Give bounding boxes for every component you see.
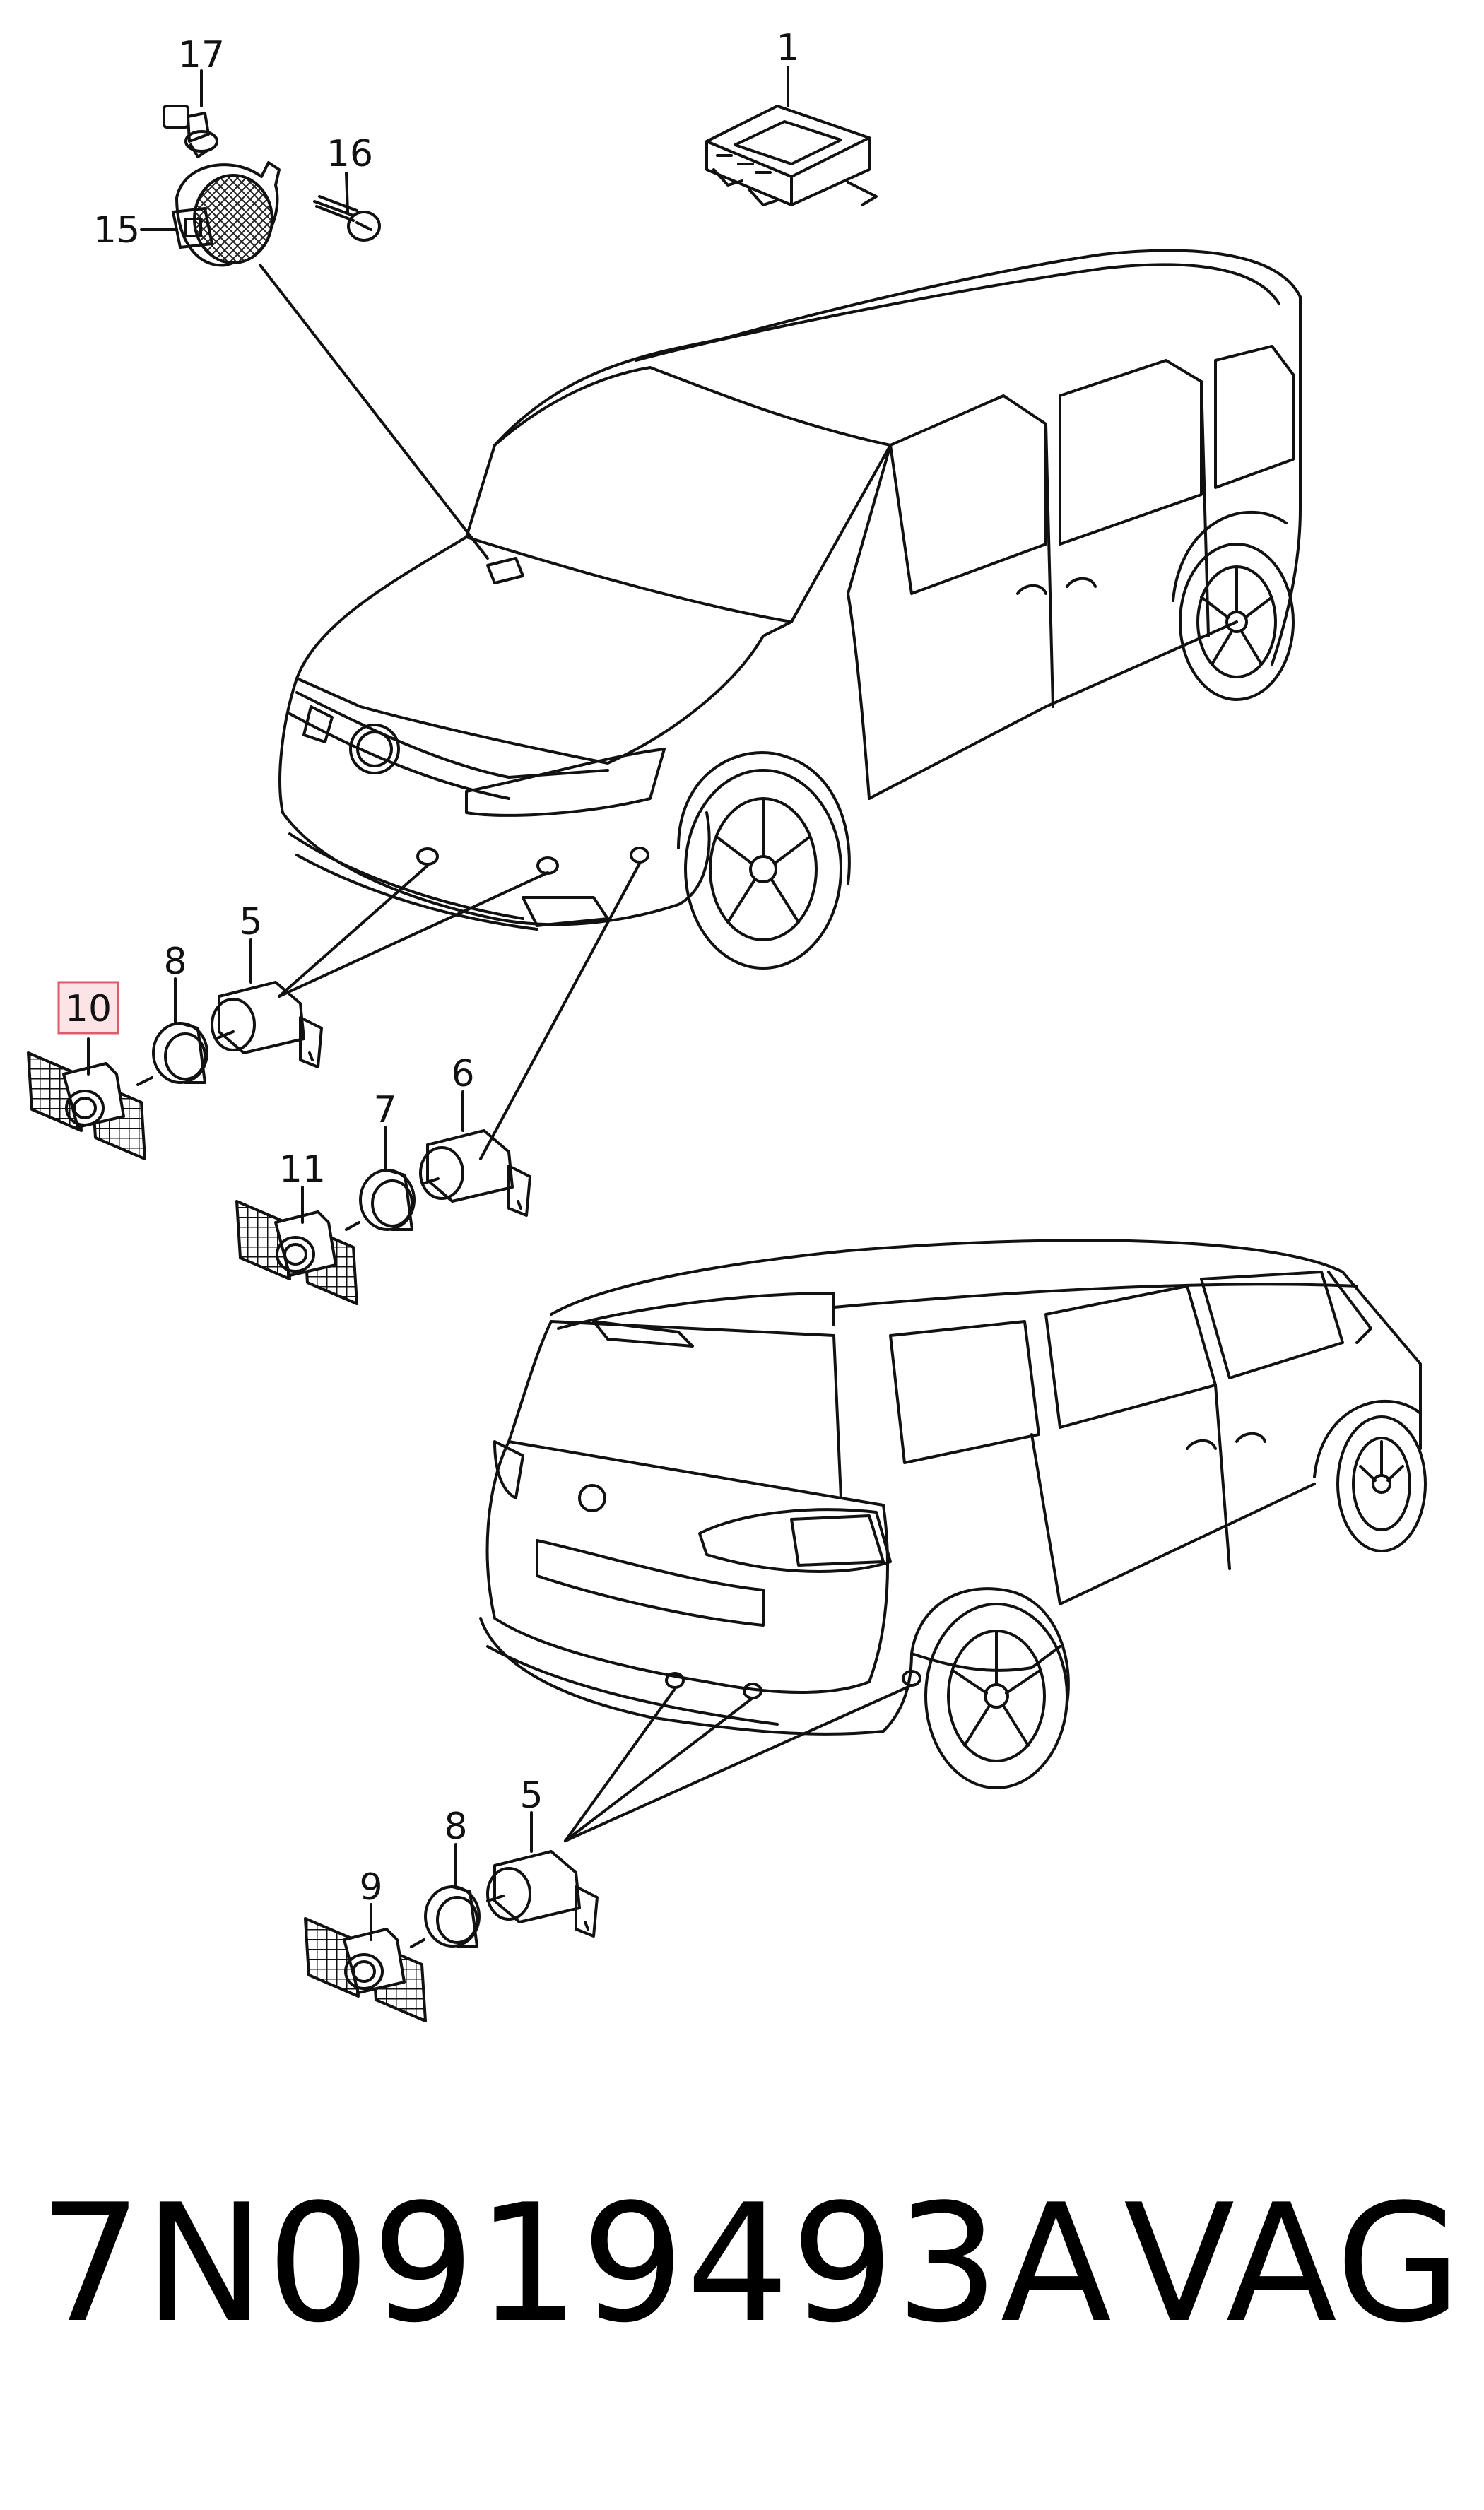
leader-line-front-sensor-c [479, 862, 641, 1160]
connector-line [410, 1938, 425, 1948]
connector-line [136, 1076, 153, 1086]
callout-8-front[interactable]: 8 [163, 941, 187, 983]
leader-line-buzzer-location [259, 264, 489, 560]
control-unit-icon [705, 105, 878, 206]
connector-line [345, 1221, 360, 1231]
callout-9[interactable]: 9 [359, 1866, 382, 1909]
buzzer-icon [172, 161, 281, 267]
callout-6[interactable]: 6 [451, 1053, 474, 1095]
screw-icon [313, 195, 381, 242]
brand-caption: VAG [1124, 2170, 1464, 2359]
parking-sensor-icon [486, 1850, 599, 1938]
callout-16[interactable]: 16 [326, 133, 373, 175]
front-sensor-hole [416, 847, 439, 866]
callout-15[interactable]: 15 [93, 209, 140, 252]
leader-line-front-sensor-b [278, 871, 549, 998]
callout-5-rear[interactable]: 5 [519, 1774, 543, 1817]
parking-sensor-icon [419, 1129, 531, 1217]
callout-10[interactable]: 10 [65, 988, 112, 1030]
leader-line-16 [345, 172, 349, 213]
sensor-ring-icon [359, 1169, 416, 1231]
part-number-caption: 7N0919493A [39, 2170, 1114, 2359]
callout-11[interactable]: 11 [279, 1148, 326, 1191]
leader-line-rear-sensor-c [564, 1684, 913, 1842]
buzzer-location-marker [486, 557, 524, 584]
callout-17[interactable]: 17 [178, 34, 225, 76]
parking-sensor-icon [211, 981, 323, 1068]
highlight-box [57, 981, 119, 1035]
van-front-icon [278, 249, 1302, 970]
sensor-bracket-icon [235, 1200, 358, 1305]
callout-7[interactable]: 7 [373, 1089, 396, 1131]
rear-sensor-hole [665, 1672, 685, 1689]
leader-line-front-sensor-a [278, 864, 429, 998]
sensor-ring-icon [424, 1885, 481, 1948]
callout-8-rear[interactable]: 8 [444, 1805, 467, 1848]
sensor-ring-icon [152, 1022, 208, 1084]
front-sensor-hole [630, 847, 649, 864]
leader-line-rear-sensor-b [564, 1697, 754, 1842]
sensor-bracket-icon [27, 1051, 146, 1160]
front-sensor-hole [536, 856, 559, 875]
callout-5-front[interactable]: 5 [239, 901, 262, 943]
callout-1[interactable]: 1 [776, 27, 799, 69]
sensor-bracket-icon [304, 1917, 427, 2022]
leader-line-rear-sensor-a [564, 1687, 676, 1842]
van-rear-icon [479, 1239, 1427, 1789]
clip-icon [163, 105, 218, 158]
